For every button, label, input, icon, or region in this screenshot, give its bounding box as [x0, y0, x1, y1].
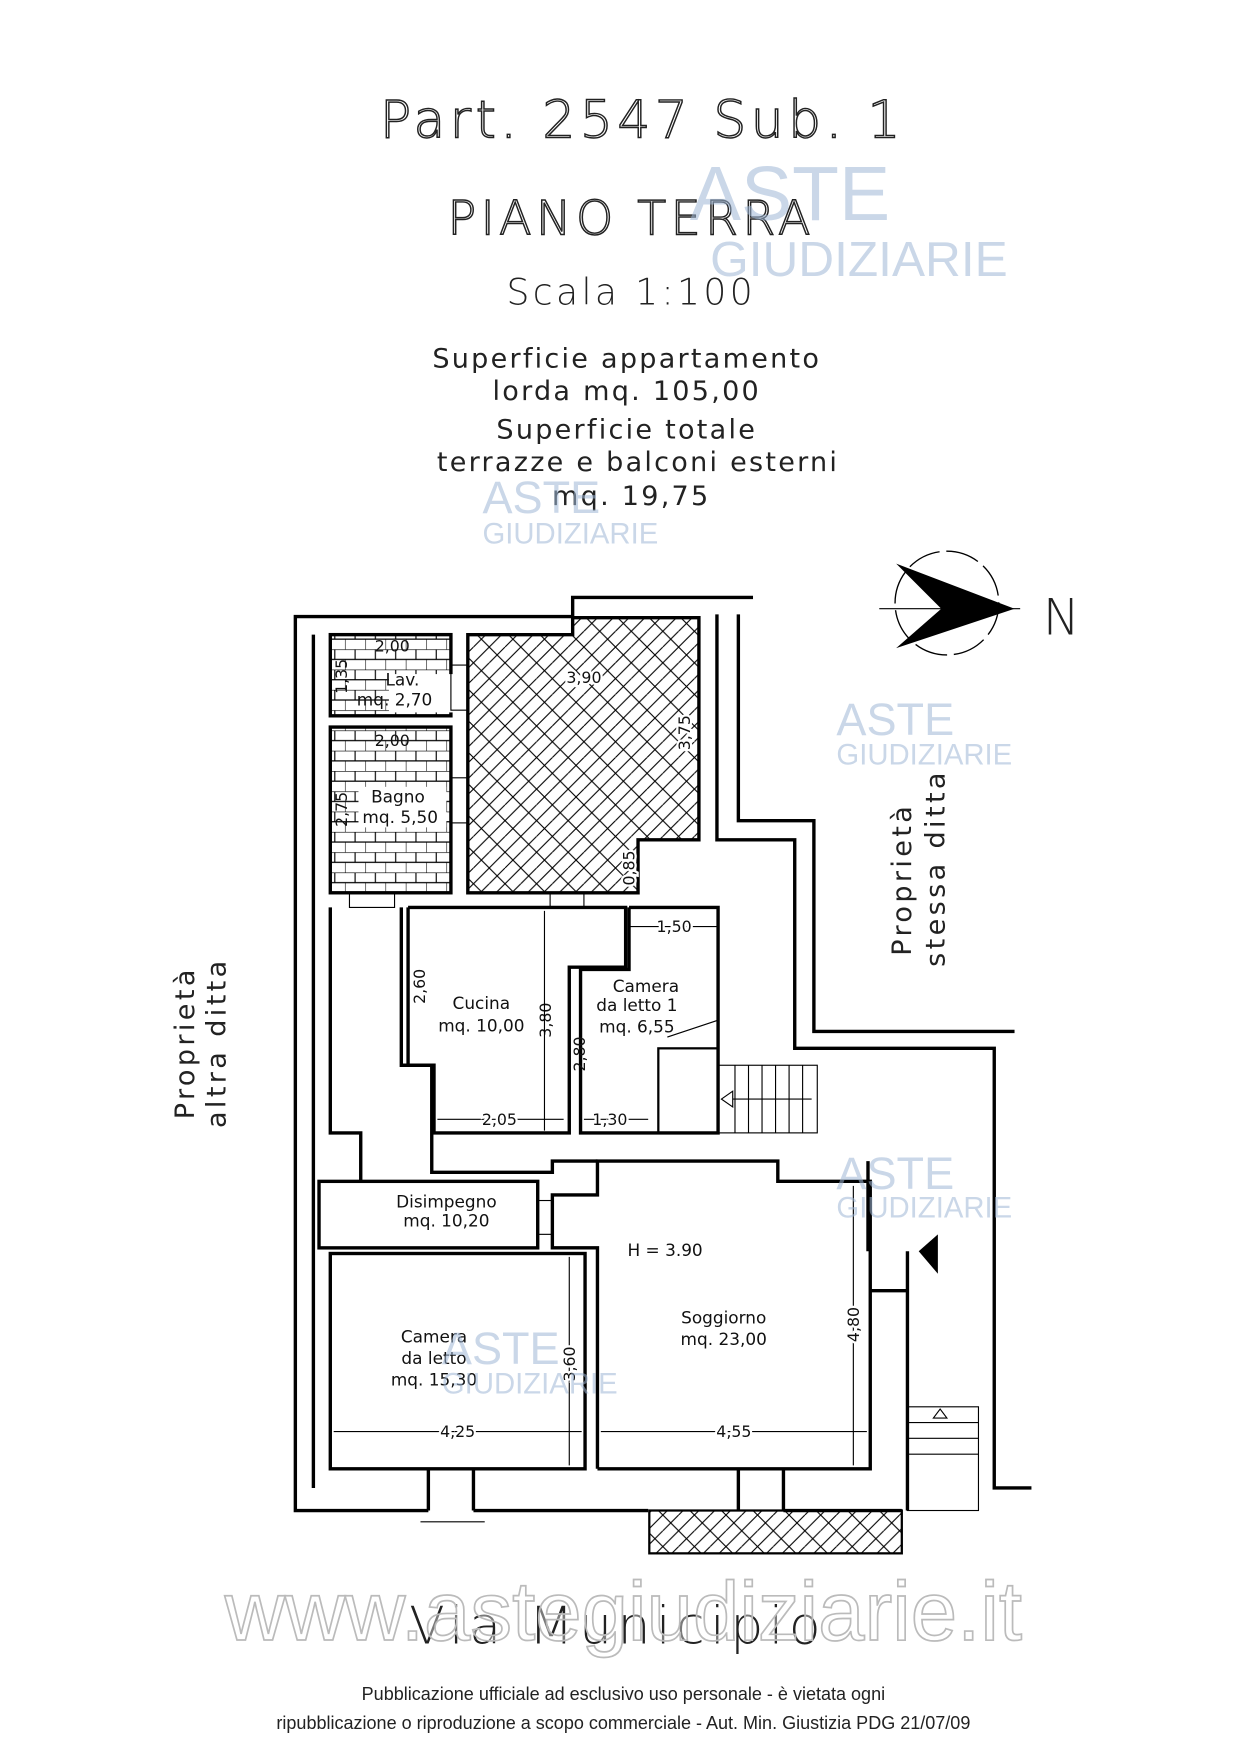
- dim-bagno-height: 2,75: [332, 792, 351, 827]
- watermark-url: www.astegiudiziarie.it: [224, 1564, 1022, 1658]
- camera1-name-1: Camera: [613, 976, 679, 996]
- svg-text:GIUDIZIARIE: GIUDIZIARIE: [482, 517, 658, 550]
- cucina-name: Cucina: [453, 993, 511, 1013]
- north-label: N: [1043, 589, 1080, 647]
- door-opening: [537, 1199, 553, 1235]
- height-note: H = 3.90: [627, 1240, 702, 1260]
- dim-cucina-h1: 2,60: [410, 969, 429, 1004]
- area-line-2: lorda mq. 105,00: [493, 376, 761, 407]
- dim-cucina-h2: 3,80: [536, 1003, 555, 1038]
- bagno-area: mq. 5,50: [362, 807, 438, 827]
- dim-lav-width: 2,00: [375, 637, 410, 656]
- camera1-name-2: da letto 1: [596, 995, 677, 1015]
- area-line-5: mq. 19,75: [552, 481, 710, 512]
- area-line-1: Superficie appartamento: [432, 343, 821, 374]
- dim-terrace-step: 0,85: [620, 850, 639, 885]
- north-arrow-icon: [879, 550, 1021, 656]
- neighbor-right-1: Proprietà: [887, 803, 918, 956]
- plan-title: Part. 2547 Sub. 1: [380, 91, 905, 151]
- svg-text:GIUDIZIARIE: GIUDIZIARIE: [710, 231, 1008, 287]
- camera-name-2: da letto: [401, 1348, 466, 1368]
- staircase: [657, 1019, 818, 1135]
- svg-text:ASTE: ASTE: [482, 472, 600, 523]
- svg-text:GIUDIZIARIE: GIUDIZIARIE: [836, 1191, 1012, 1224]
- terrace: [466, 616, 701, 895]
- soggiorno-name: Soggiorno: [681, 1307, 766, 1327]
- soggiorno-area: mq. 23,00: [681, 1329, 767, 1349]
- neighbor-right-2: stessa ditta: [921, 769, 952, 967]
- window: [450, 777, 469, 824]
- dim-camera1-height: 2,80: [570, 1036, 589, 1071]
- door-opening: [549, 892, 585, 908]
- dim-lav-height: 1,35: [332, 659, 351, 694]
- svg-text:ASTE: ASTE: [836, 694, 954, 745]
- camera-name-1: Camera: [401, 1327, 467, 1347]
- dim-soggiorno-width: 4,55: [716, 1422, 751, 1441]
- svg-text:ASTE: ASTE: [836, 1148, 954, 1199]
- disimpegno-area: mq. 10,20: [403, 1210, 489, 1230]
- entrance-arrow-icon: [918, 1234, 938, 1274]
- svg-text:ASTE: ASTE: [442, 1323, 560, 1374]
- scale-label: Scala 1:100: [507, 271, 757, 313]
- room-cucina: [406, 905, 628, 1135]
- dim-cucina-width: 2,05: [482, 1110, 517, 1129]
- footer-line-1: Pubblicazione ufficiale ad esclusivo uso…: [362, 1684, 885, 1704]
- lav-name: Lav.: [386, 669, 420, 689]
- dim-terrace-width: 3,90: [566, 668, 601, 687]
- svg-text:GIUDIZIARIE: GIUDIZIARIE: [442, 1367, 618, 1400]
- dim-terrace-height: 3,75: [675, 715, 694, 750]
- room-soggiorno: [550, 1159, 872, 1471]
- room-camera: [328, 1251, 587, 1471]
- floor-title: PIANO TERRA: [448, 191, 815, 246]
- watermark-logo: ASTE GIUDIZIARIE ASTE GIUDIZIARIE ASTE G…: [442, 152, 1012, 1400]
- dim-camera1-w1: 1,50: [657, 917, 692, 936]
- dim-camera-height: 3,60: [560, 1346, 579, 1381]
- walls: [293, 595, 1032, 1523]
- window: [450, 664, 469, 711]
- svg-text:ASTE: ASTE: [690, 152, 890, 237]
- room-camera-1: [578, 905, 720, 1135]
- svg-text:GIUDIZIARIE: GIUDIZIARIE: [836, 738, 1012, 771]
- area-line-3: Superficie totale: [496, 415, 757, 446]
- disimpegno-name: Disimpegno: [396, 1191, 497, 1211]
- balcony: [648, 1509, 903, 1555]
- area-line-4: terrazze e balconi esterni: [437, 447, 839, 478]
- dim-bagno-width: 2,00: [375, 731, 410, 750]
- dim-camera-width: 4,25: [440, 1422, 475, 1441]
- bagno-name: Bagno: [371, 787, 425, 807]
- lav-area: mq. 2,70: [357, 690, 433, 710]
- neighbor-left-2: altra ditta: [201, 957, 232, 1128]
- street-name: Via Municipio: [409, 1597, 826, 1657]
- entrance-steps: [906, 1406, 980, 1512]
- neighbor-left-1: Proprietà: [170, 966, 201, 1119]
- dim-soggiorno-height: 4,80: [844, 1307, 863, 1342]
- camera1-area: mq. 6,55: [599, 1017, 675, 1037]
- cucina-area: mq. 10,00: [438, 1015, 524, 1035]
- footer-line-2: ripubblicazione o riproduzione a scopo c…: [276, 1713, 970, 1733]
- camera-area: mq. 15,30: [391, 1369, 477, 1389]
- door-opening: [348, 892, 396, 908]
- dim-camera1-w2: 1,30: [592, 1110, 627, 1129]
